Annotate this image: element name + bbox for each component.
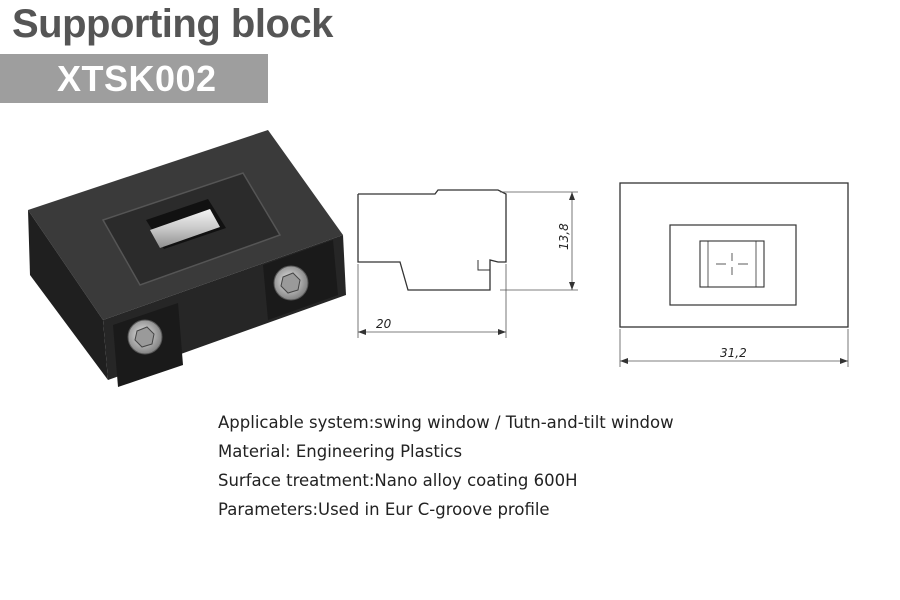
spec-applicable-system: Applicable system:swing window / Tutn-an… [218, 413, 674, 432]
side-view-drawing: 20 13,8 [357, 189, 578, 338]
page-title: Supporting block [12, 2, 333, 46]
model-number: XTSK002 [57, 58, 217, 99]
side-height-label: 13,8 [557, 223, 571, 250]
model-badge: XTSK002 [0, 54, 268, 103]
product-photo [28, 130, 346, 387]
spec-material: Material: Engineering Plastics [218, 442, 463, 461]
side-width-label: 20 [376, 317, 392, 331]
top-width-label: 31,2 [720, 346, 747, 360]
spec-parameters: Parameters:Used in Eur C-groove profile [218, 500, 550, 519]
top-view-drawing: 31,2 [619, 182, 849, 367]
spec-list: Applicable system:swing window / Tutn-an… [218, 408, 674, 524]
spec-surface-treatment: Surface treatment:Nano alloy coating 600… [218, 471, 578, 490]
